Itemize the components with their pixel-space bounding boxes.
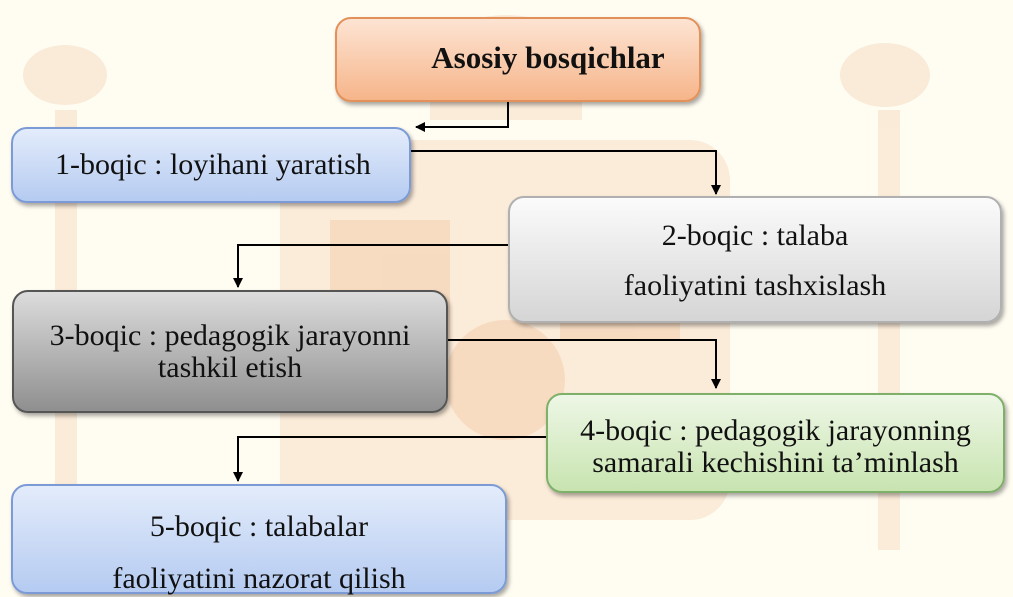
step-2-line-1: 2-boqic : talaba (510, 217, 1000, 255)
step-4-line-2: samarali kechishini ta’minlash (548, 447, 1003, 479)
arrow-step1-to-step2 (411, 151, 716, 194)
step-4-box: 4-boqic : pedagogik jarayonning samarali… (546, 393, 1005, 493)
arrow-step4-to-step5 (238, 437, 546, 481)
arrow-title-to-step1 (416, 102, 508, 127)
step-3-line-2: tashkil etish (14, 352, 446, 384)
step-4-line-1: 4-boqic : pedagogik jarayonning (548, 415, 1003, 447)
title-box: Asosiy bosqichlar (335, 17, 701, 102)
title-text: Asosiy bosqichlar (397, 39, 699, 78)
arrow-step2-to-step3 (238, 245, 508, 287)
arrow-step3-to-step4 (448, 340, 716, 388)
step-5-box: 5-boqic : talabalar faoliyatini nazorat … (11, 484, 507, 594)
step-1-line-1: 1-boqic : loyihani yaratish (55, 146, 409, 184)
step-3-line-1: 3-boqic : pedagogik jarayonni (14, 320, 446, 352)
step-5-line-1: 5-boqic : talabalar (13, 508, 505, 546)
step-1-box: 1-boqic : loyihani yaratish (11, 127, 411, 203)
step-2-box: 2-boqic : talaba faoliyatini tashxislash (508, 196, 1002, 323)
step-5-line-2: faoliyatini nazorat qilish (13, 560, 505, 597)
step-3-box: 3-boqic : pedagogik jarayonni tashkil et… (12, 290, 448, 413)
step-2-line-2: faoliyatini tashxislash (510, 267, 1000, 305)
